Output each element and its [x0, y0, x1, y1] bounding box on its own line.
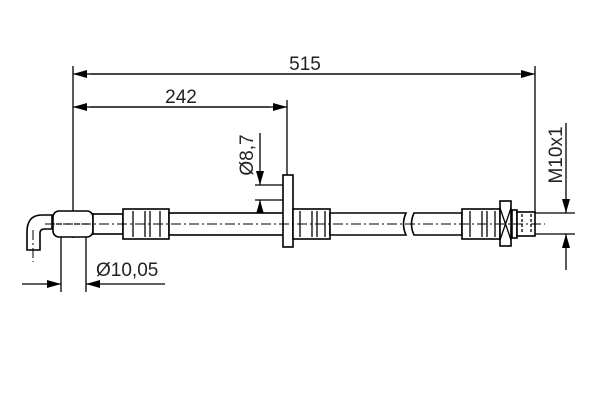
dimension-242-label: 242 [165, 87, 197, 108]
hose-segment-broken [329, 212, 408, 236]
dimension-thread-label: M10x1 [546, 126, 567, 183]
elbow-pipe [26, 214, 53, 251]
dimension-bracket-hole-label: Ø8,7 [237, 134, 258, 175]
dimension-fitting-diameter-label: Ø10,05 [96, 260, 158, 281]
dimension-515: 515 [72, 54, 536, 238]
mounting-bracket [282, 174, 294, 248]
hose [26, 174, 545, 262]
dimension-515-label: 515 [289, 54, 321, 75]
dimension-242: 242 [73, 87, 288, 176]
dimension-thread: M10x1 [535, 123, 575, 270]
